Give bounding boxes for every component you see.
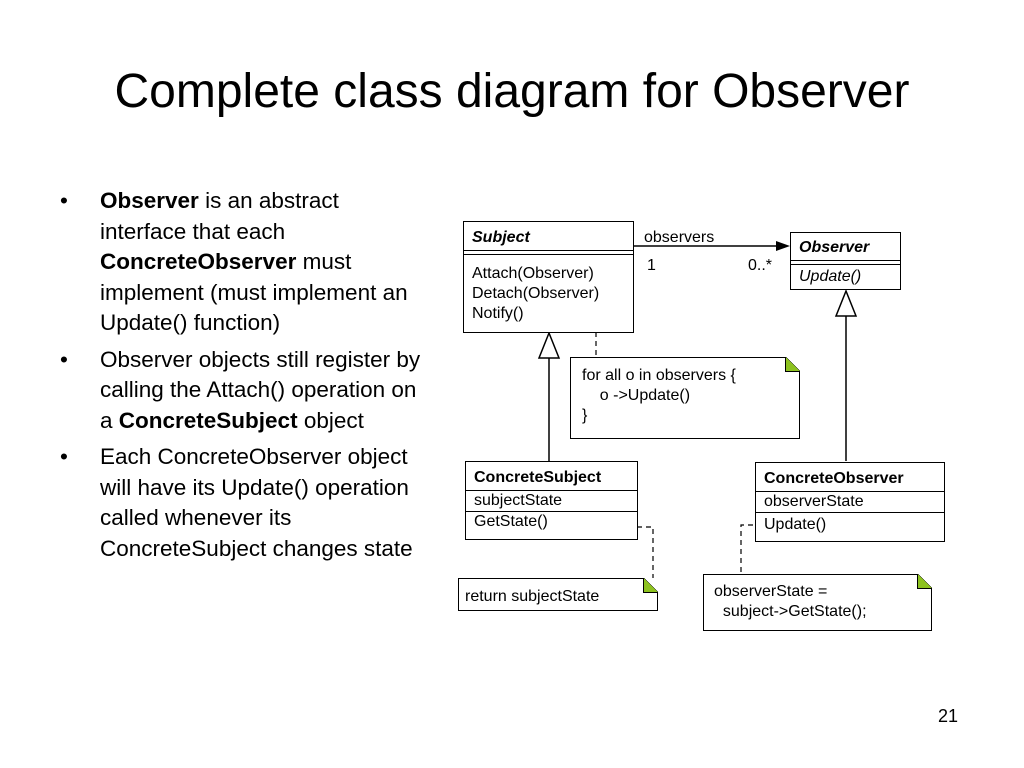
bullet-bold: ConcreteSubject — [118, 407, 298, 433]
bullet-list: • Observer is an abstract interface that… — [58, 186, 428, 570]
slide-title: Complete class diagram for Observer — [114, 65, 910, 118]
association-arrowhead — [776, 241, 790, 251]
bullet-text: object — [297, 407, 364, 433]
page-number: 21 — [938, 706, 959, 726]
note-getstate: return subjectState — [458, 578, 658, 611]
note-line: subject->GetState(); — [714, 603, 867, 620]
note-line: for all o in observers { — [582, 367, 736, 384]
bullet-text: Observer objects still register by calli… — [100, 346, 421, 433]
class-operation: Notify() — [472, 305, 524, 322]
class-attribute: subjectState — [474, 492, 563, 509]
class-operation: Detach(Observer) — [472, 285, 600, 302]
note-line: } — [582, 407, 588, 424]
bullet-item: • Each ConcreteObserver object will have… — [58, 442, 428, 564]
note-anchor-dashed — [740, 524, 762, 574]
note-line: o ->Update() — [582, 387, 691, 404]
bullet-item: • Observer is an abstract interface that… — [58, 186, 428, 339]
bullet-bold: Observer — [100, 188, 199, 213]
class-operation: Attach(Observer) — [472, 265, 594, 282]
bullet-marker: • — [60, 346, 68, 372]
note-fold-icon — [917, 574, 932, 589]
note-line: observerState = — [714, 583, 828, 600]
note-fold-icon — [643, 578, 658, 593]
note-line: return subjectState — [465, 588, 600, 605]
note-notify: for all o in observers { o ->Update() } — [570, 357, 800, 439]
class-name: ConcreteSubject — [474, 469, 602, 486]
multiplicity-target: 0..* — [748, 257, 773, 274]
class-observer: Observer Update() — [790, 232, 901, 290]
association-label: observers — [644, 229, 715, 246]
bullet-text: is an abstract interface that each — [100, 188, 339, 244]
generalization-arrowhead — [537, 330, 561, 359]
note-fold-icon — [785, 357, 800, 372]
bullet-marker: • — [60, 188, 68, 213]
note-anchor-dashed — [574, 526, 654, 578]
class-attribute: observerState — [764, 493, 864, 510]
class-operation: Update() — [764, 516, 827, 533]
class-concrete-subject: ConcreteSubject subjectState GetState() — [465, 461, 638, 540]
class-subject: Subject Attach(Observer) Detach(Observer… — [463, 221, 634, 333]
bullet-bold: ConcreteObserver — [100, 249, 297, 274]
class-name: ConcreteObserver — [764, 470, 904, 487]
class-concrete-observer: ConcreteObserver observerState Update() — [755, 462, 945, 542]
class-operation: Update() — [799, 268, 862, 285]
bullet-text: must implement (must implement an Update… — [100, 249, 408, 335]
class-name: Observer — [799, 239, 870, 256]
class-operation: GetState() — [474, 513, 548, 530]
generalization-arrowhead — [834, 288, 858, 317]
bullet-item: • Observer objects still register by cal… — [58, 345, 428, 437]
note-update: observerState = subject->GetState(); — [703, 574, 932, 631]
bullet-text: Each ConcreteObserver object will have i… — [100, 444, 413, 561]
class-name: Subject — [472, 229, 530, 246]
bullet-marker: • — [60, 444, 68, 469]
multiplicity-source: 1 — [647, 257, 656, 274]
